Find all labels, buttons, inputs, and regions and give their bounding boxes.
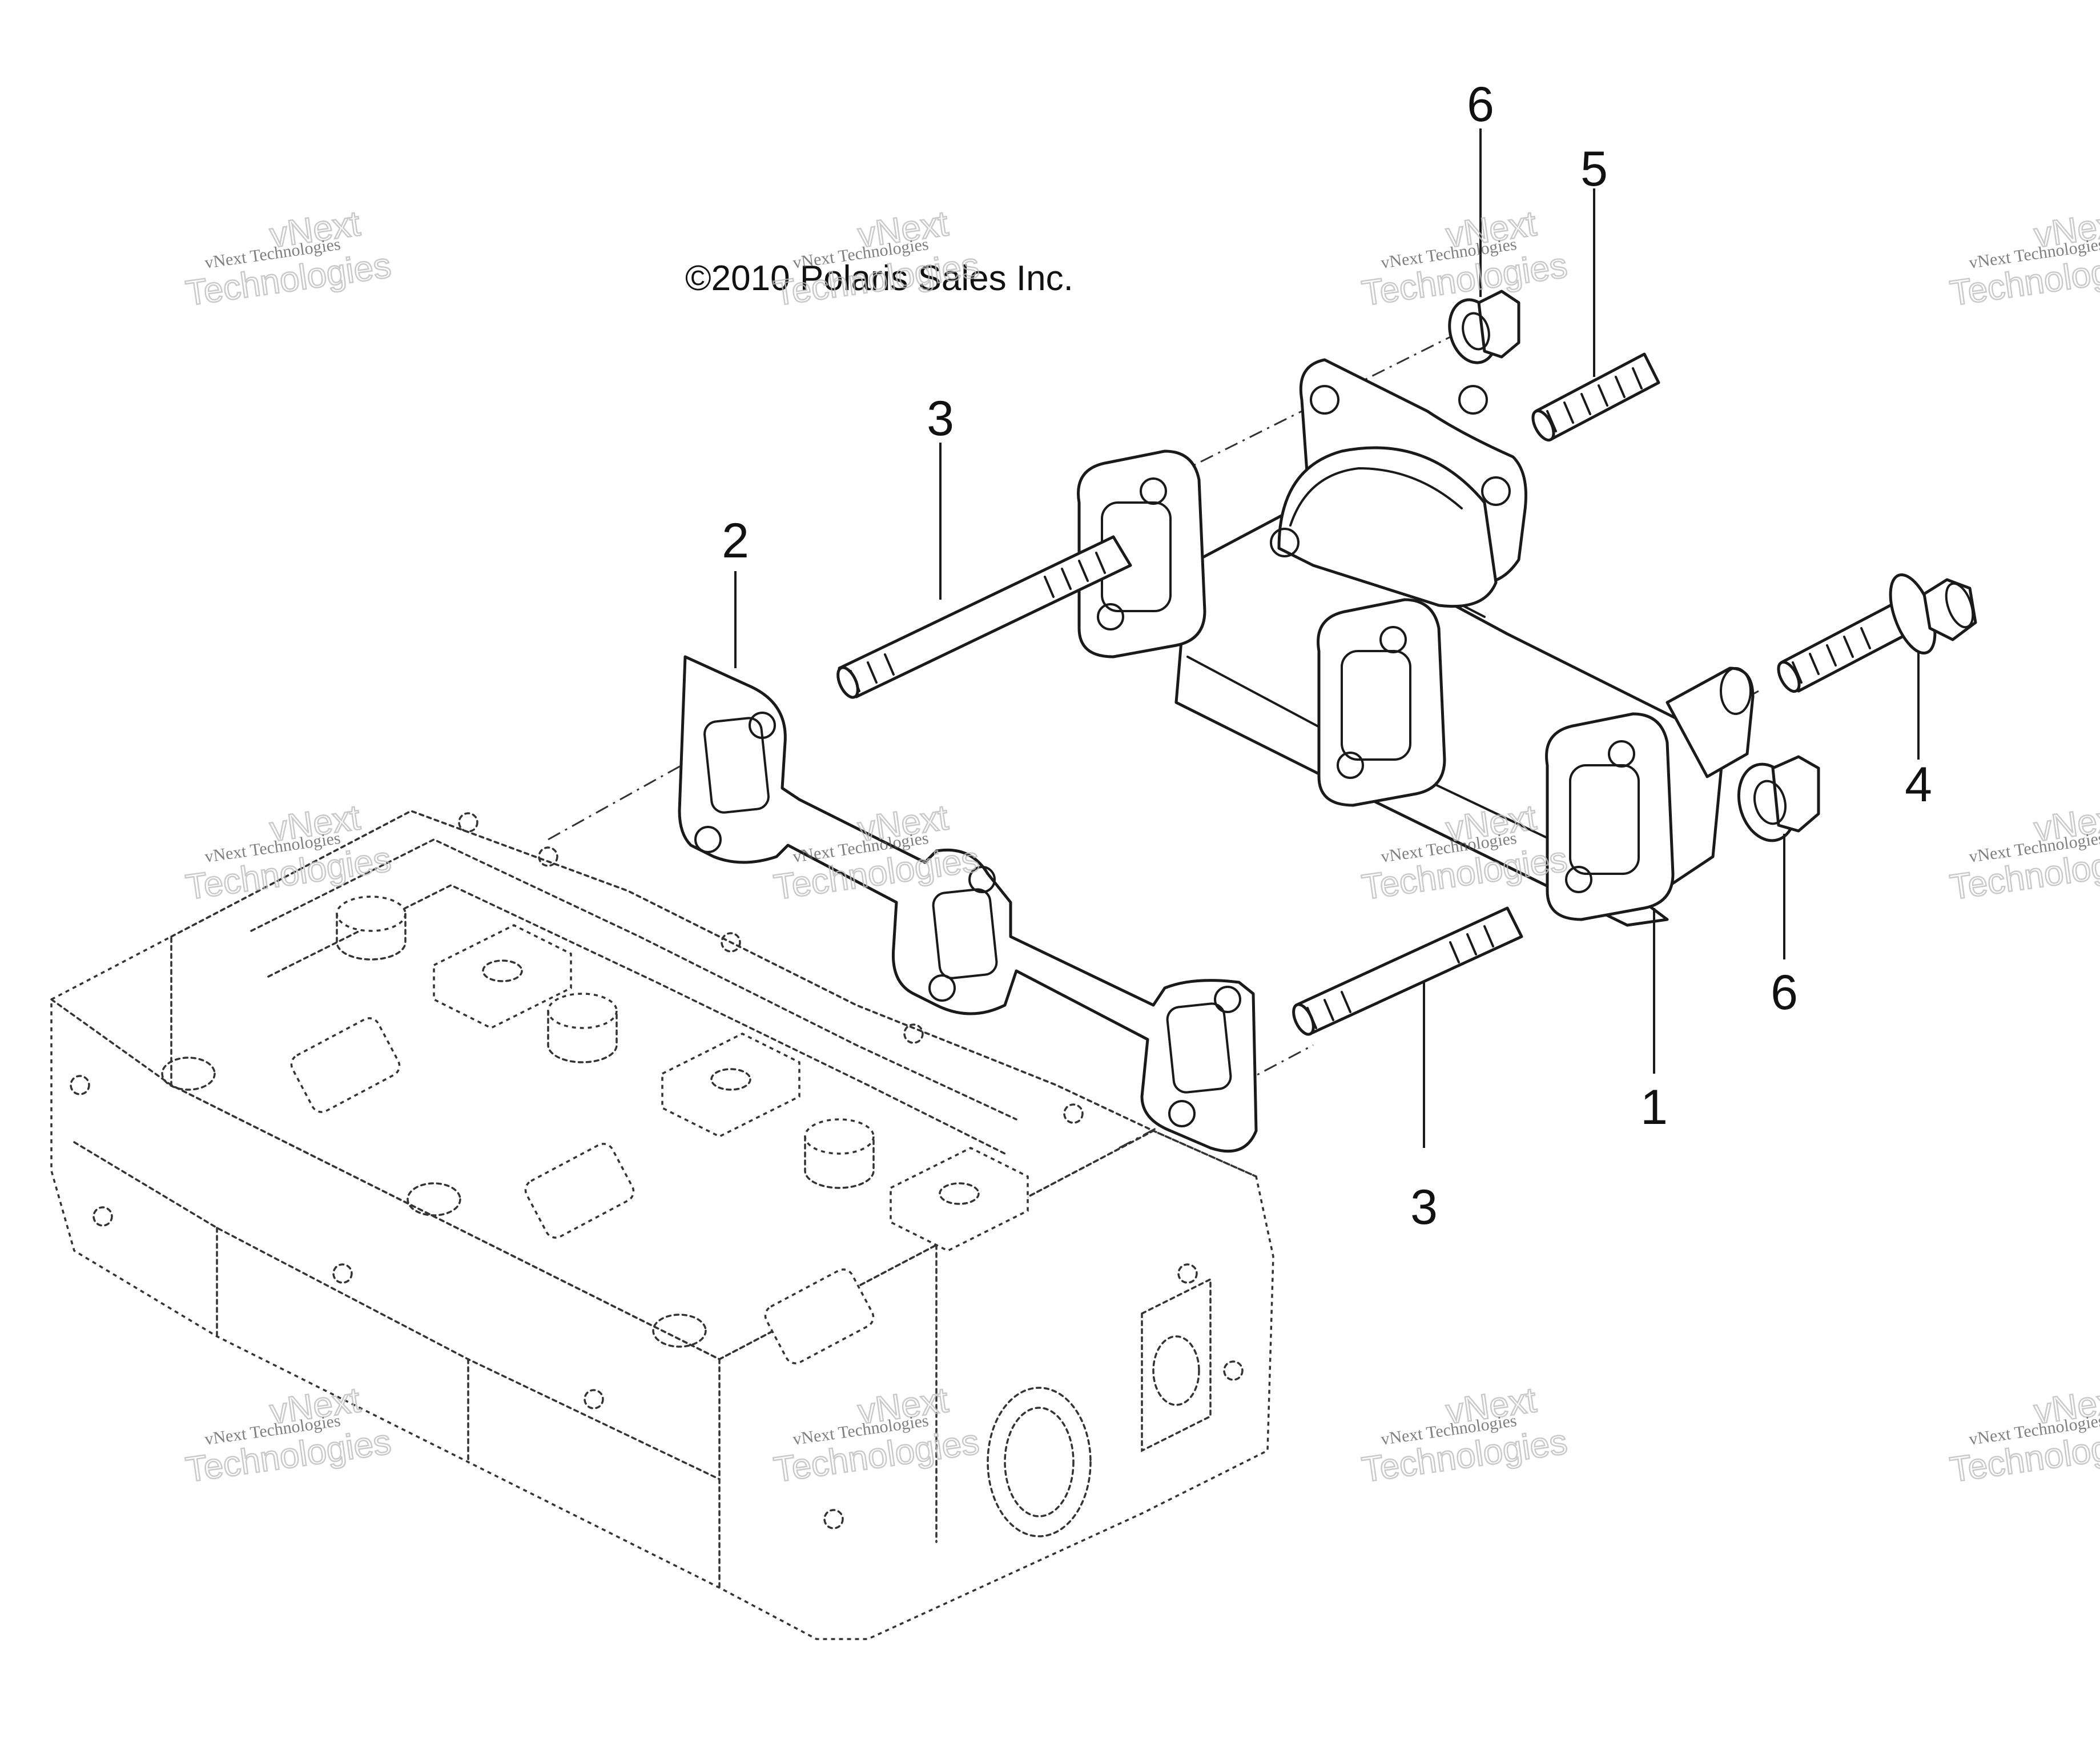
callout-1: 1 bbox=[1640, 1080, 1668, 1135]
stud-lower bbox=[1292, 906, 1523, 1036]
watermark: vNext vNext Technologies Technologies bbox=[183, 1380, 395, 1491]
watermark: vNext vNext Technologies Technologies bbox=[183, 203, 395, 314]
stud-upper bbox=[836, 535, 1132, 699]
cylinder-head bbox=[50, 810, 1274, 1640]
exhaust-manifold bbox=[1077, 358, 1755, 927]
stud-short bbox=[1531, 352, 1660, 442]
flange-bolt bbox=[1777, 573, 1977, 693]
callout-6-upper: 6 bbox=[1467, 77, 1494, 132]
flange-nut-upper bbox=[1448, 290, 1520, 364]
callout-5: 5 bbox=[1580, 142, 1608, 196]
callout-6-lower: 6 bbox=[1771, 965, 1798, 1020]
watermark: vNext vNext Technologies Technologies bbox=[1947, 797, 2100, 908]
callout-2: 2 bbox=[722, 513, 749, 568]
callout-4: 4 bbox=[1905, 757, 1932, 812]
callout-3-upper: 3 bbox=[927, 391, 954, 446]
copyright-notice: ©2010 Polaris Sales Inc. bbox=[685, 259, 1073, 298]
callout-labels: 1 2 3 3 4 5 6 6 bbox=[722, 77, 1932, 1235]
watermark: vNext vNext Technologies Technologies bbox=[1947, 203, 2100, 314]
leader-lines bbox=[734, 128, 1920, 1148]
watermark: vNext vNext Technologies Technologies bbox=[1359, 203, 1571, 314]
callout-3-lower: 3 bbox=[1410, 1180, 1438, 1235]
watermark: vNext vNext Technologies Technologies bbox=[1359, 1380, 1571, 1491]
watermark: vNext vNext Technologies Technologies bbox=[1947, 1380, 2100, 1491]
exhaust-gasket bbox=[678, 655, 1258, 1153]
watermarks: vNext vNext Technologies Technologies vN… bbox=[183, 203, 2100, 1491]
flange-nut-lower bbox=[1737, 755, 1820, 842]
